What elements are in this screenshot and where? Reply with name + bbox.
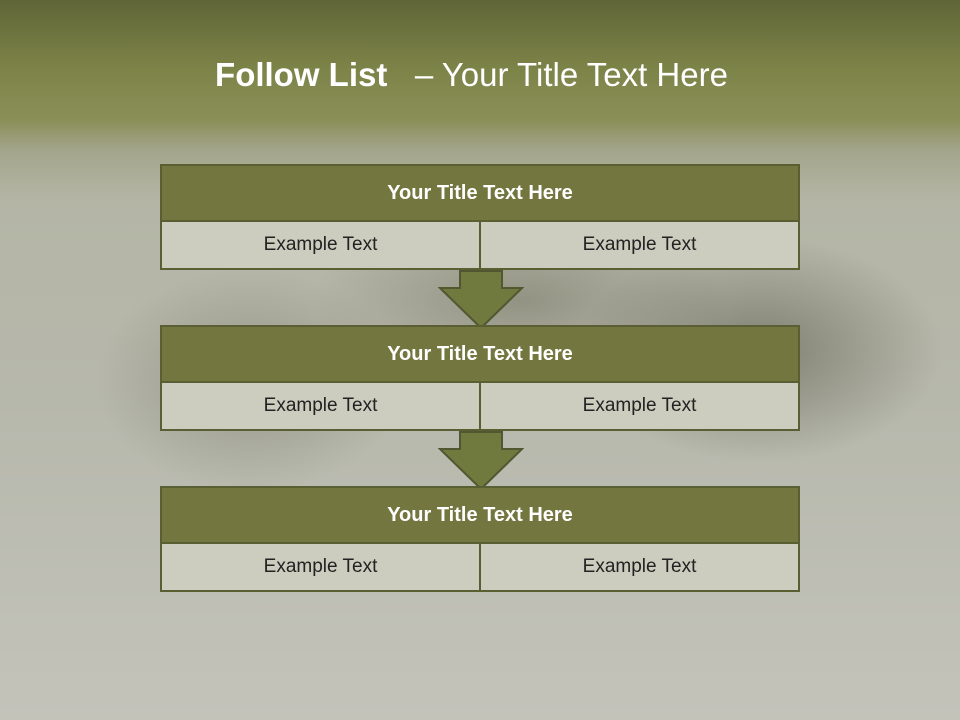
step-cell-left: Example Text xyxy=(162,544,479,590)
step-cell-right: Example Text xyxy=(479,383,798,429)
title-rest: – Your Title Text Here xyxy=(414,56,728,93)
step-box-1: Your Title Text Here Example Text Exampl… xyxy=(160,164,800,270)
step-box-2: Your Title Text Here Example Text Exampl… xyxy=(160,325,800,431)
step-title: Your Title Text Here xyxy=(162,327,798,383)
title-bold: Follow List xyxy=(215,56,388,93)
step-title: Your Title Text Here xyxy=(162,488,798,544)
step-row: Example Text Example Text xyxy=(162,544,798,590)
step-cell-right: Example Text xyxy=(479,222,798,268)
step-cell-right: Example Text xyxy=(479,544,798,590)
slide-title: Follow List – Your Title Text Here xyxy=(0,52,943,98)
down-arrow-icon xyxy=(438,270,524,330)
down-arrow-icon xyxy=(438,431,524,491)
step-box-3: Your Title Text Here Example Text Exampl… xyxy=(160,486,800,592)
step-row: Example Text Example Text xyxy=(162,383,798,429)
step-cell-left: Example Text xyxy=(162,383,479,429)
step-row: Example Text Example Text xyxy=(162,222,798,268)
step-title: Your Title Text Here xyxy=(162,166,798,222)
step-cell-left: Example Text xyxy=(162,222,479,268)
